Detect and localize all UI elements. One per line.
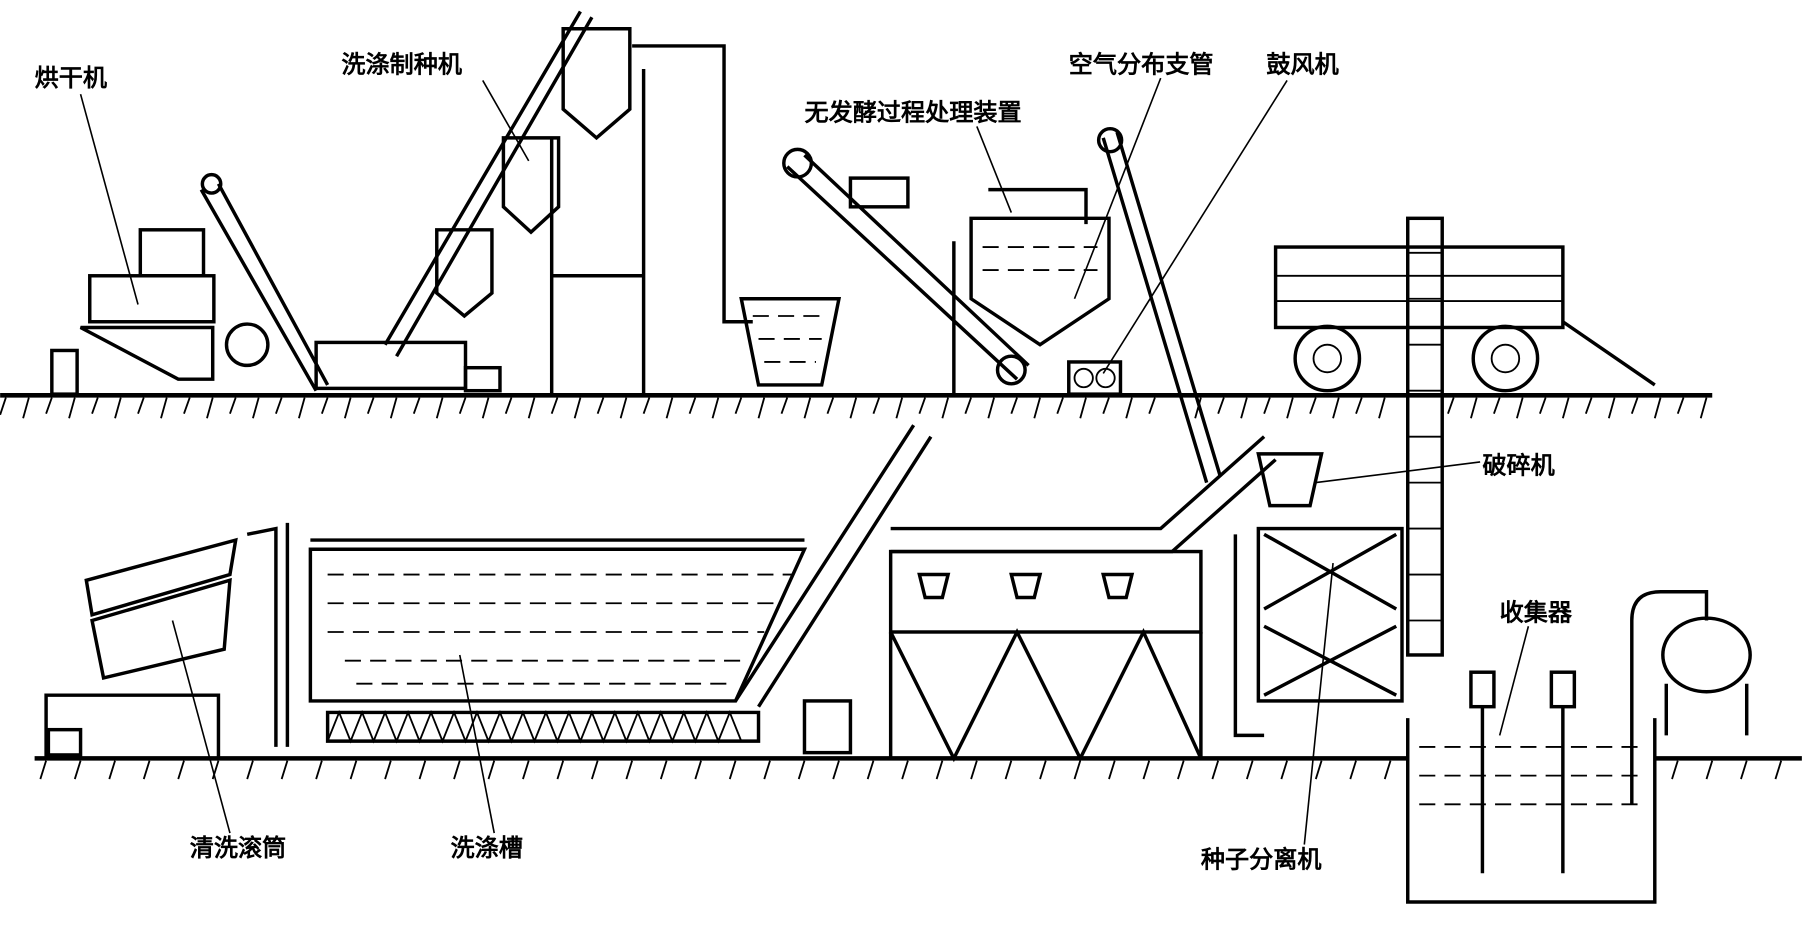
label-seed-separator: 种子分离机 (1201, 846, 1323, 874)
washing-seed-machine (314, 10, 753, 395)
label-air-distribution-pipe: 空气分布支管 (1069, 50, 1214, 78)
ground-lines (0, 392, 1802, 780)
dryer (50, 172, 330, 396)
label-washing-seed-machine: 洗涤制种机 (341, 50, 463, 78)
label-washing-tank: 洗涤槽 (451, 834, 523, 862)
label-dryer: 烘干机 (35, 64, 108, 92)
bucket-elevator (1406, 216, 1444, 657)
label-blower: 鼓风机 (1266, 50, 1339, 78)
cleaning-drum (44, 522, 290, 761)
leader-lines (79, 77, 1530, 845)
blower (1067, 126, 1223, 484)
label-cleaning-drum: 清洗滚筒 (190, 834, 287, 862)
collector (1406, 590, 1752, 904)
crusher-and-separator (1233, 452, 1404, 738)
washing-tank (308, 424, 933, 755)
label-collector: 收集器 (1500, 598, 1573, 626)
conveyor-and-separator (888, 435, 1277, 763)
non-fermentation-device (739, 147, 1111, 395)
labels: 烘干机 洗涤制种机 无发酵过程处理装置 空气分布支管 鼓风机 破碎机 收集器 清… (35, 50, 1573, 873)
label-non-fermentation-device: 无发酵过程处理装置 (804, 99, 1021, 127)
label-crusher: 破碎机 (1482, 451, 1555, 479)
trailer (1273, 245, 1656, 393)
